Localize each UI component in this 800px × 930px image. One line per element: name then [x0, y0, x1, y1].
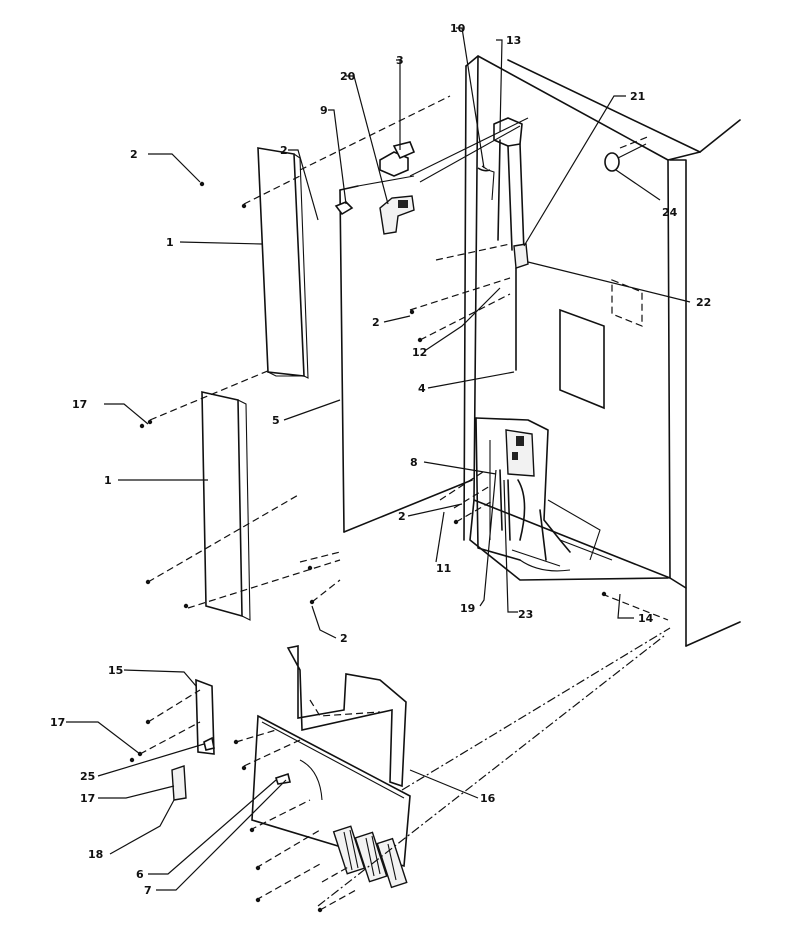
cabinet-body: [463, 55, 741, 647]
callout-25: 25: [80, 770, 95, 783]
callout-14: 14: [638, 612, 654, 625]
upper-panel: [257, 147, 309, 379]
water-tube-assembly: [409, 117, 529, 371]
callout-20: 20: [340, 70, 356, 83]
pin-24: [604, 143, 647, 172]
callout-24: 24: [662, 206, 678, 219]
callout-10: 10: [450, 22, 466, 35]
alignment-lines: [139, 95, 671, 911]
callout-7: 7: [144, 884, 152, 897]
rear-panel: [339, 175, 473, 533]
callout-3: 3: [396, 54, 404, 67]
callout-12: 12: [412, 346, 427, 359]
callout-5: 5: [272, 414, 280, 427]
callout-1-upper: 1: [166, 236, 174, 249]
callout-2-lower: 2: [398, 510, 406, 523]
leader-lines: [66, 27, 691, 891]
machine-compartment: [475, 417, 613, 572]
screws: [129, 181, 607, 913]
callout-2-top-left: 2: [130, 148, 138, 161]
callout-16: 16: [480, 792, 496, 805]
callout-1-lower: 1: [104, 474, 112, 487]
callout-2-mid: 2: [372, 316, 380, 329]
callout-8: 8: [410, 456, 418, 469]
part-9: [334, 201, 354, 216]
callout-17-lowest: 17: [80, 792, 95, 805]
callout-2-upper-panel: 2: [280, 144, 288, 157]
callout-17-bottom: 17: [50, 716, 65, 729]
callout-9: 9: [320, 104, 328, 117]
lower-panel: [201, 390, 251, 621]
callout-21: 21: [630, 90, 645, 103]
part-20: [379, 195, 415, 235]
callout-15: 15: [108, 664, 123, 677]
callout-17-mid: 17: [72, 398, 87, 411]
part-3: [379, 141, 416, 177]
part-16: [286, 645, 407, 788]
callout-23: 23: [518, 608, 533, 621]
callout-19: 19: [460, 602, 475, 615]
callout-13: 13: [506, 34, 521, 47]
grille-plate: [171, 678, 411, 889]
callout-labels: 2 1 17 1 2 9 20 3 10 13 21 24 22 2 12 4 …: [50, 22, 711, 897]
callout-4: 4: [418, 382, 426, 395]
callout-22: 22: [696, 296, 711, 309]
callout-2-bottom: 2: [340, 632, 348, 645]
callout-6: 6: [136, 868, 144, 881]
callout-18: 18: [88, 848, 103, 861]
callout-11: 11: [436, 562, 451, 575]
